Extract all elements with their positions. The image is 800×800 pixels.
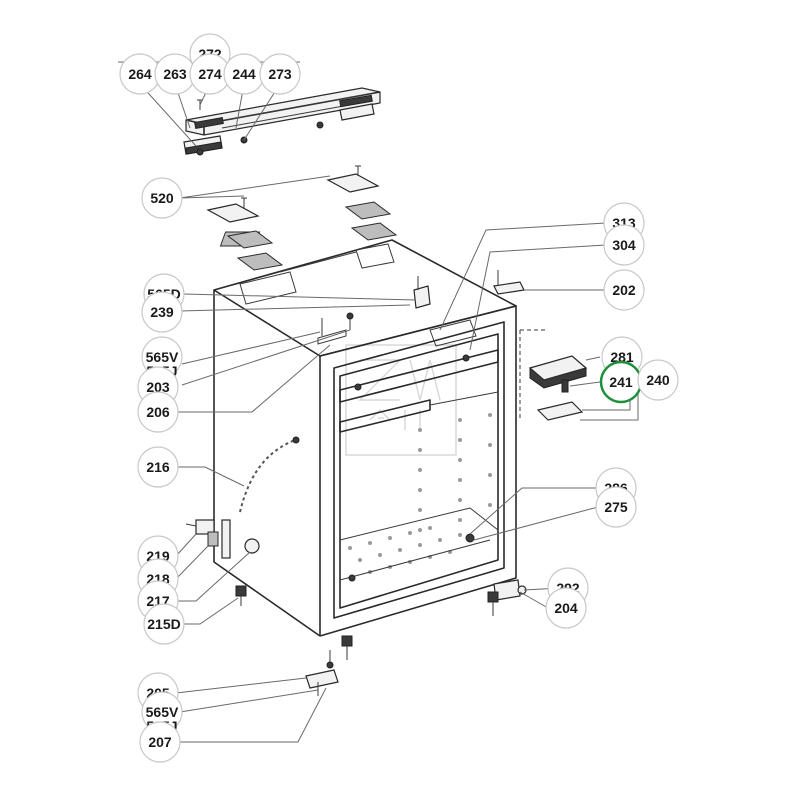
part-label: 273 (268, 66, 292, 82)
part-label: 244 (232, 66, 256, 82)
part-label: 264 (128, 66, 152, 82)
part-label: 239 (150, 304, 174, 320)
callout-206[interactable]: 206 (137, 391, 179, 433)
part-label: 281 (610, 349, 634, 365)
part-label: 565V (146, 349, 179, 365)
part-label: 304 (612, 237, 636, 253)
callout-274[interactable]: 274 (189, 53, 231, 95)
callout-202[interactable]: 202 (603, 269, 645, 311)
callout-241[interactable]: 241 (599, 360, 643, 404)
callout-216[interactable]: 216 (137, 446, 179, 488)
part-label: 206 (146, 404, 170, 420)
callout-520[interactable]: 520 (141, 177, 183, 219)
callout-263[interactable]: 263 (154, 53, 196, 95)
leader-lines (118, 61, 639, 743)
part-label: 204 (554, 600, 578, 616)
callout-264[interactable]: 264 (119, 53, 161, 95)
part-label: 207 (148, 734, 172, 750)
part-label: 263 (163, 66, 187, 82)
callout-215D[interactable]: 215D (143, 603, 185, 645)
part-label: 216 (146, 459, 170, 475)
callout-204[interactable]: 204 (545, 587, 587, 629)
part-label: 241 (609, 374, 633, 390)
part-label: 215D (147, 616, 180, 632)
cabinet-body-drawing (185, 239, 527, 696)
callout-239[interactable]: 239 (141, 291, 183, 333)
door-parts-drawing (519, 329, 588, 421)
part-label: 203 (146, 379, 170, 395)
part-label: 240 (646, 372, 670, 388)
top-pads-drawing (206, 165, 398, 271)
part-label: 520 (150, 190, 174, 206)
callout-207[interactable]: 207 (139, 721, 181, 763)
callout-244[interactable]: 244 (223, 53, 265, 95)
callout-240[interactable]: 240 (637, 359, 679, 401)
part-label: 202 (612, 282, 636, 298)
watermark (345, 344, 457, 456)
inner-holes (348, 413, 492, 574)
part-label: 275 (604, 499, 628, 515)
callout-304[interactable]: 304 (603, 224, 645, 266)
part-label: 565V (146, 704, 179, 720)
part-label: 274 (198, 66, 222, 82)
callout-565V-top[interactable]: 565V (141, 336, 183, 378)
callout-275[interactable]: 275 (595, 486, 637, 528)
callout-273[interactable]: 273 (259, 53, 301, 95)
callouts: 272 264 263 274 244 273 520 313 (119, 33, 679, 763)
top-hinge-bar-drawing (183, 87, 381, 156)
